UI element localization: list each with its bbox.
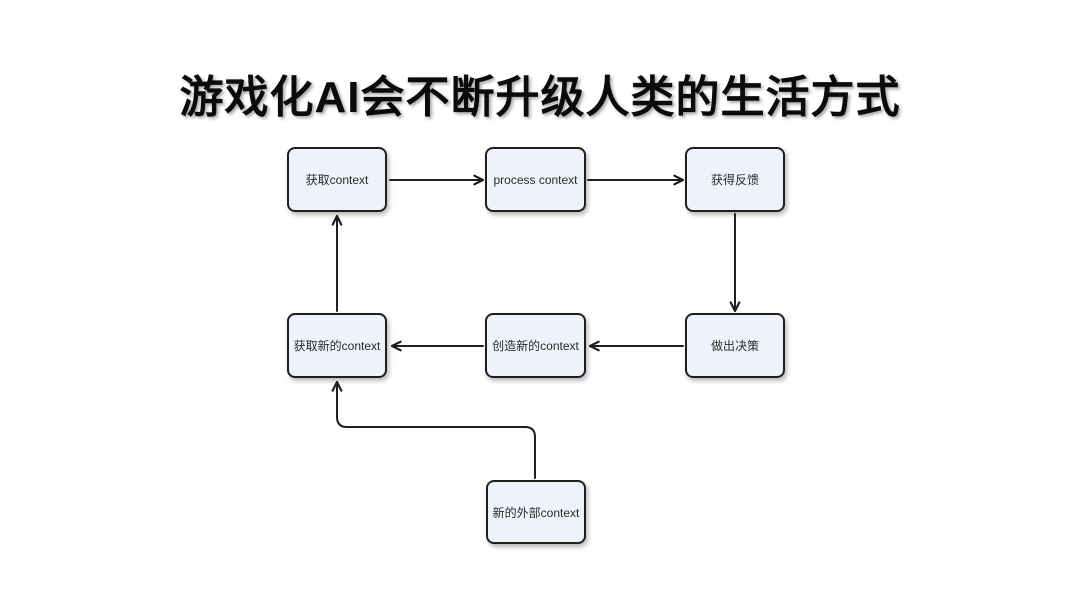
- slide-title: 游戏化AI会不断升级人类的生活方式: [179, 73, 901, 122]
- edge-new-external-context-to-get-new-context: [331, 380, 536, 479]
- node-process-context: process context: [485, 147, 586, 212]
- node-get-feedback: 获得反馈: [685, 147, 785, 212]
- node-create-new-context-label: 创造新的context: [492, 339, 579, 353]
- node-get-new-context-label: 获取新的context: [293, 339, 381, 353]
- node-process-context-label: process context: [493, 172, 578, 187]
- node-new-external-context-label: 新的外部context: [492, 505, 580, 520]
- node-create-new-context: 创造新的context: [485, 313, 586, 378]
- node-get-feedback-label: 获得反馈: [710, 173, 759, 187]
- node-new-external-context: 新的外部context: [486, 480, 586, 544]
- node-make-decision-label: 做出决策: [710, 339, 759, 353]
- node-make-decision: 做出决策: [685, 313, 785, 378]
- node-get-context: 获取context: [287, 147, 387, 212]
- node-get-new-context: 获取新的context: [287, 313, 387, 378]
- node-get-context-label: 获取context: [305, 173, 369, 187]
